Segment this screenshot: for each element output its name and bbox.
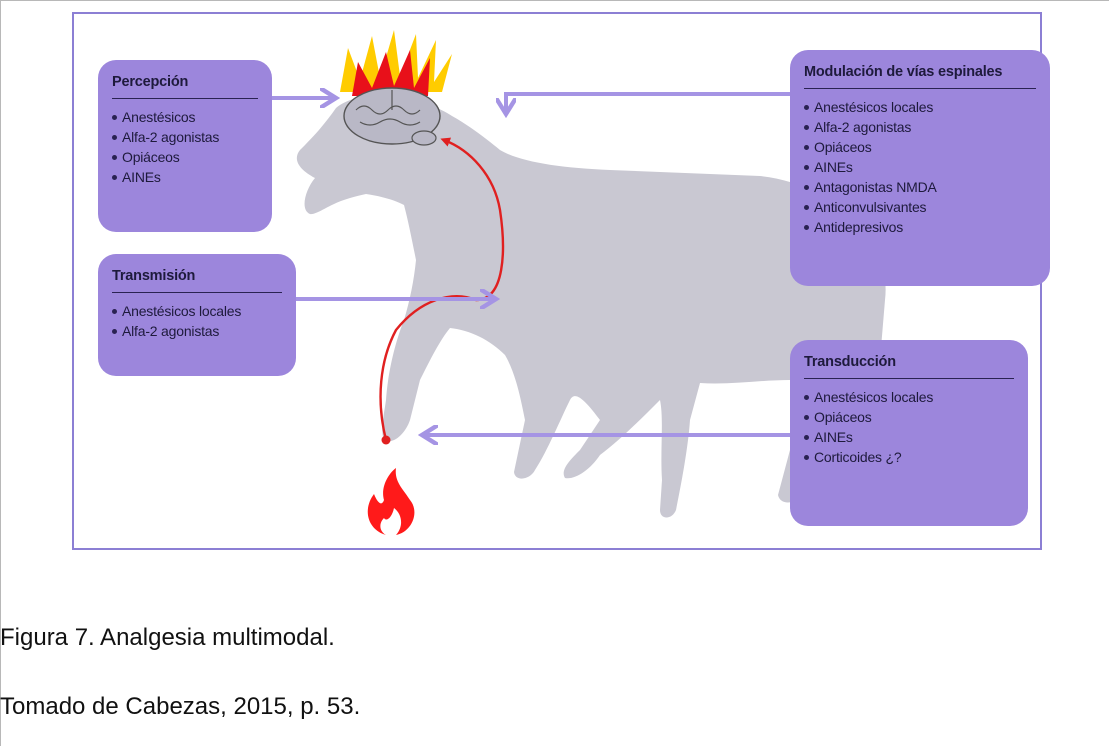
list-item: Anestésicos locales xyxy=(804,97,1036,117)
list-item: Opiáceos xyxy=(804,407,1014,427)
box-transmision: Transmisión Anestésicos locales Alfa-2 a… xyxy=(98,254,296,376)
list-item: Opiáceos xyxy=(112,147,258,167)
brain-icon xyxy=(340,30,452,145)
nociceptor-dot xyxy=(382,436,391,445)
bullet-icon xyxy=(112,175,117,180)
bullet-icon xyxy=(804,165,809,170)
arrow-modulacion xyxy=(506,94,790,112)
bullet-icon xyxy=(112,155,117,160)
list-item: Corticoides ¿? xyxy=(804,447,1014,467)
bullet-icon xyxy=(112,115,117,120)
item-list: Anestésicos locales Opiáceos AINEs Corti… xyxy=(804,387,1014,467)
bullet-icon xyxy=(112,329,117,334)
bullet-icon xyxy=(804,205,809,210)
bullet-icon xyxy=(804,395,809,400)
bullet-icon xyxy=(804,225,809,230)
list-item: Alfa-2 agonistas xyxy=(112,127,258,147)
item-list: Anestésicos locales Alfa-2 agonistas xyxy=(112,301,282,341)
box-percepcion: Percepción Anestésicos Alfa-2 agonistas … xyxy=(98,60,272,232)
box-modulacion: Modulación de vías espinales Anestésicos… xyxy=(790,50,1050,286)
item-list: Anestésicos locales Alfa-2 agonistas Opi… xyxy=(804,97,1036,237)
list-item: Anestésicos locales xyxy=(112,301,282,321)
bullet-icon xyxy=(804,455,809,460)
box-title: Transmisión xyxy=(112,268,282,293)
bullet-icon xyxy=(804,435,809,440)
box-title: Transducción xyxy=(804,354,1014,379)
list-item: Anticonvulsivantes xyxy=(804,197,1036,217)
list-item: AINEs xyxy=(804,427,1014,447)
list-item: AINEs xyxy=(804,157,1036,177)
figure-source: Tomado de Cabezas, 2015, p. 53. xyxy=(0,693,360,721)
list-item: Opiáceos xyxy=(804,137,1036,157)
bullet-icon xyxy=(804,105,809,110)
bullet-icon xyxy=(804,415,809,420)
bullet-icon xyxy=(804,125,809,130)
list-item: Anestésicos locales xyxy=(804,387,1014,407)
box-title: Modulación de vías espinales xyxy=(804,64,1036,89)
bullet-icon xyxy=(112,135,117,140)
figure-caption: Figura 7. Analgesia multimodal. xyxy=(0,624,335,652)
list-item: Anestésicos xyxy=(112,107,258,127)
item-list: Anestésicos Alfa-2 agonistas Opiáceos AI… xyxy=(112,107,258,187)
list-item: Antidepresivos xyxy=(804,217,1036,237)
flame-icon xyxy=(368,468,415,535)
box-title: Percepción xyxy=(112,74,258,99)
list-item: Alfa-2 agonistas xyxy=(804,117,1036,137)
list-item: Alfa-2 agonistas xyxy=(112,321,282,341)
bullet-icon xyxy=(804,145,809,150)
bullet-icon xyxy=(112,309,117,314)
bullet-icon xyxy=(804,185,809,190)
box-transduccion: Transducción Anestésicos locales Opiáceo… xyxy=(790,340,1028,526)
list-item: AINEs xyxy=(112,167,258,187)
list-item: Antagonistas NMDA xyxy=(804,177,1036,197)
